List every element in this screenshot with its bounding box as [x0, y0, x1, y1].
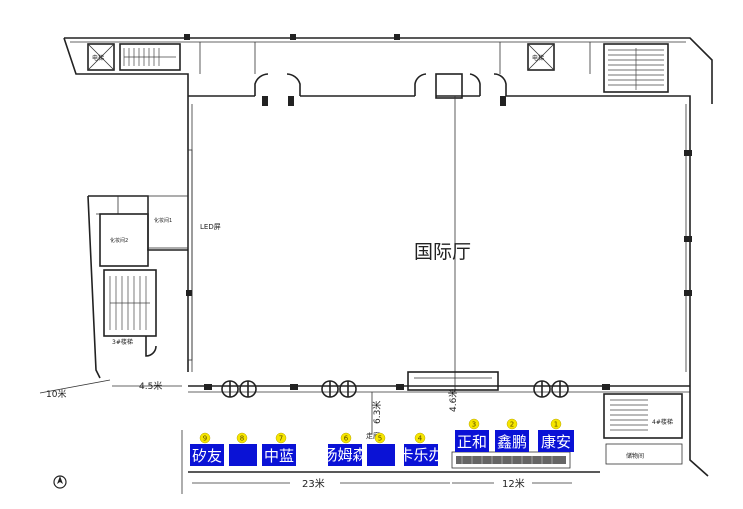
booth-2[interactable]: 2 鑫鹏	[495, 418, 529, 452]
room-b-label: 化妆间2	[110, 237, 128, 244]
south-wall	[188, 371, 690, 393]
stair-3-label: 3#楼梯	[112, 338, 133, 346]
dim-6-3m: 6.3米	[371, 401, 383, 424]
room-a-label: 化妆间1	[154, 217, 172, 224]
booth-number: 7	[279, 435, 283, 443]
booth-box	[495, 430, 529, 452]
corridor-label: 走廊	[366, 431, 380, 440]
booth-name: 正和	[457, 433, 487, 451]
booth-name: 卡乐办	[398, 446, 443, 464]
booth-number: 3	[472, 421, 476, 429]
booth-8[interactable]: 8	[229, 432, 257, 466]
booth-number-badge	[275, 432, 287, 444]
top-right-core: 电梯	[527, 43, 669, 93]
south-doors	[204, 380, 610, 398]
booth-name: 康安	[541, 433, 571, 451]
booth-number-badge	[374, 432, 386, 444]
booth-5[interactable]: 5	[367, 432, 395, 466]
booth-1[interactable]: 1 康安	[538, 418, 574, 452]
booth-name: 汤姆森	[322, 446, 367, 464]
booth-box	[367, 444, 395, 466]
booth-7[interactable]: 7 中蓝	[262, 432, 296, 466]
booth-number-badge	[236, 432, 248, 444]
booth-number: 5	[378, 435, 382, 443]
booth-9[interactable]: 9 矽友	[190, 432, 224, 466]
booth-name: 中蓝	[264, 447, 294, 465]
top-left-core: 电梯	[87, 43, 181, 71]
right-annex: 4#楼梯 储物间	[603, 372, 709, 477]
top-wall-band	[63, 34, 713, 104]
booth-box	[262, 444, 296, 466]
dimension-lines	[39, 379, 572, 484]
booth-number: 1	[554, 421, 558, 429]
booth-box	[229, 444, 257, 466]
dim-12m: 12米	[502, 477, 525, 490]
stair-4-label: 4#楼梯	[652, 418, 673, 426]
compass-icon	[53, 475, 67, 489]
booth-3[interactable]: 3 正和	[455, 418, 489, 452]
booth-box	[190, 444, 224, 466]
booth-box	[328, 444, 362, 466]
booth-name: 鑫鹏	[497, 433, 527, 451]
booth-number: 8	[240, 435, 244, 443]
booth-number: 6	[344, 435, 349, 443]
booth-number-badge	[506, 418, 518, 430]
booth-number-badge	[340, 432, 352, 444]
booth-6[interactable]: 6 汤姆森	[322, 432, 368, 466]
top-doors	[254, 73, 507, 106]
escalator	[451, 451, 571, 469]
booth-box	[538, 430, 574, 452]
booth-number-badge	[414, 432, 426, 444]
storage-label: 储物间	[626, 452, 644, 460]
booth-box	[404, 444, 438, 466]
elevator-right-label: 电梯	[532, 54, 544, 62]
led-screen-label: LED屏	[200, 223, 221, 231]
left-annex: 化妆间1 化妆间2 3#楼梯	[87, 195, 189, 379]
elevator-left-label: 电梯	[92, 54, 104, 62]
booth-number: 2	[510, 421, 514, 429]
booth-number-badge	[468, 418, 480, 430]
booth-4[interactable]: 4 卡乐办	[398, 432, 444, 466]
booth-name: 矽友	[192, 447, 222, 465]
dim-10m: 10米	[46, 388, 66, 400]
booth-number: 4	[418, 435, 423, 443]
dim-23m: 23米	[302, 477, 325, 490]
hall-name: 国际厅	[414, 241, 471, 263]
dim-4-6m: 4.6米	[447, 389, 459, 412]
dim-4-5m: 4.5米	[139, 380, 162, 392]
booth-number-badge	[550, 418, 562, 430]
booth-number: 9	[203, 435, 207, 443]
booth-box	[455, 430, 489, 452]
booth-number-badge	[199, 432, 211, 444]
